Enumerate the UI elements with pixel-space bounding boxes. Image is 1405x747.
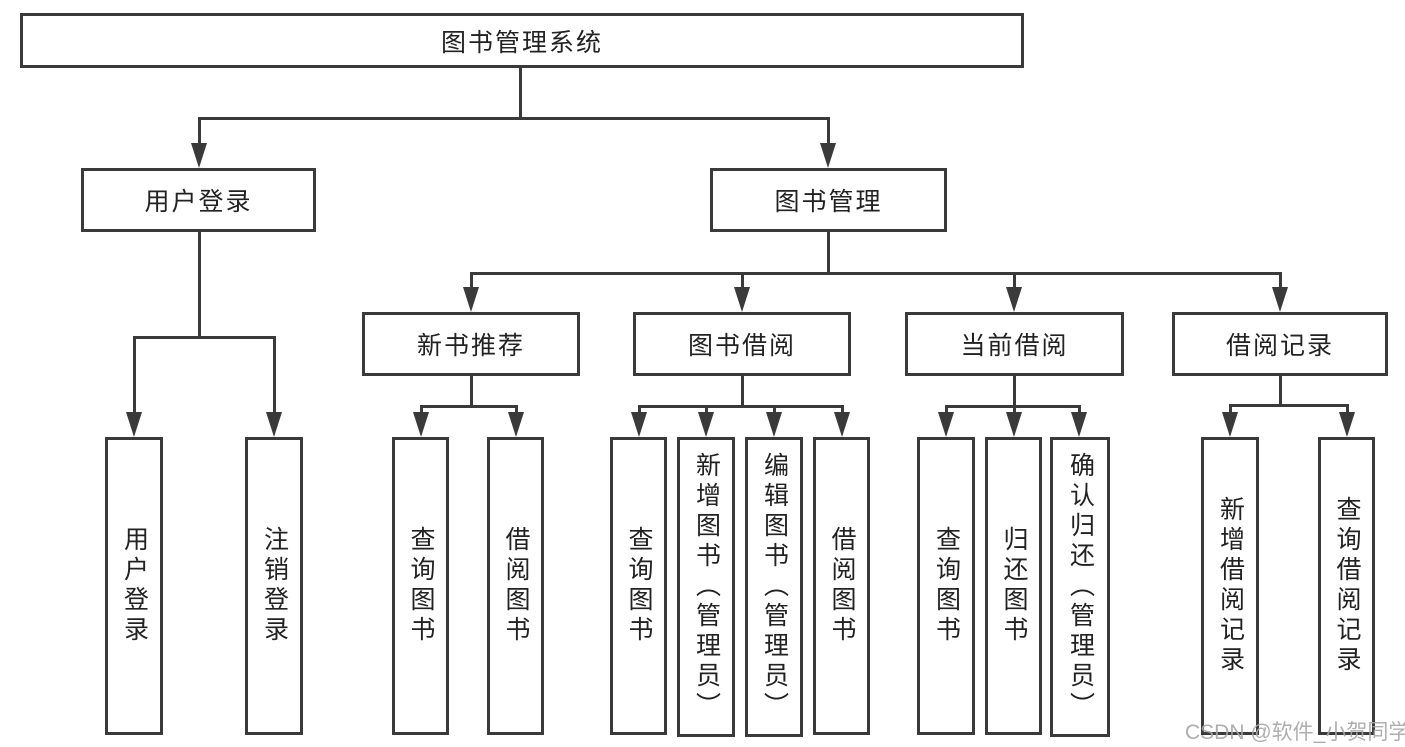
leaf-current-return-books: 归还图书 [985,437,1042,735]
arrowhead-down-icon [1006,287,1022,312]
arrowhead-down-icon [734,287,750,312]
arrowhead-down-icon [508,412,524,437]
connector-bar [133,336,276,339]
leaf-label: 借阅图书 [502,526,530,646]
connector-drop [1346,404,1349,415]
connector-stem [1279,376,1282,405]
node-borrowing-records: 借阅记录 [1172,312,1388,376]
connector-drop [515,405,518,415]
leaf-label: 查询借阅记录 [1333,496,1361,676]
connector-drop [273,336,276,413]
connector-drop [1013,272,1016,289]
leaf-label: 用户登录 [120,526,149,646]
node-current-borrowing: 当前借阅 [905,312,1124,376]
leaf-label: 归还图书 [1000,526,1028,646]
arrowhead-down-icon [1006,412,1022,437]
connector-stem [1013,376,1016,406]
node-book-management: 图书管理 [710,168,947,232]
connector-stem [519,68,522,118]
connector-drop [1013,405,1016,415]
node-new-book-recommendation: 新书推荐 [362,312,580,376]
arrowhead-down-icon [126,412,142,437]
arrowhead-down-icon [1339,412,1355,437]
csdn-watermark: CSDN @软件_小贺同学 [1185,721,1405,744]
connector-drop [1229,404,1232,415]
leaf-records-query-borrow-record: 查询借阅记录 [1318,437,1375,735]
leaf-borrowing-borrow-books: 借阅图书 [813,437,870,735]
leaf-label: 查询图书 [932,526,961,646]
node-user-login: 用户登录 [81,168,316,232]
connector-stem [198,232,201,337]
leaf-records-add-borrow-record: 新增借阅记录 [1201,437,1259,735]
connector-drop [827,117,830,145]
connector-drop [470,272,473,289]
leaf-label: 借阅图书 [828,526,856,646]
leaf-label: 查询图书 [625,526,653,646]
connector-drop [1279,272,1282,289]
leaf-label: 注销登录 [260,526,289,646]
node-library-management-system: 图书管理系统 [20,13,1024,68]
leaf-label: 新增图书（管理员） [692,452,721,722]
leaf-borrowing-add-books-admin: 新增图书（管理员） [677,437,735,737]
arrowhead-down-icon [191,143,207,168]
leaf-label: 编辑图书（管理员） [760,452,789,722]
arrowhead-down-icon [266,412,282,437]
node-book-borrowing: 图书借阅 [633,312,851,376]
connector-drop [420,405,423,415]
leaf-recommend-query-books: 查询图书 [392,437,449,735]
connector-bar [420,405,518,408]
connector-drop [741,272,744,289]
arrowhead-down-icon [1071,412,1087,437]
leaf-label: 新增借阅记录 [1216,496,1245,676]
connector-bar [198,117,830,120]
arrowhead-down-icon [698,412,714,437]
leaf-current-confirm-return-admin: 确认归还（管理员） [1050,437,1110,737]
leaf-recommend-borrow-books: 借阅图书 [487,437,544,735]
leaf-current-query-books: 查询图书 [917,437,975,735]
arrowhead-down-icon [413,412,429,437]
arrowhead-down-icon [820,143,836,168]
arrowhead-down-icon [1222,412,1238,437]
connector-stem [827,232,830,273]
arrowhead-down-icon [938,412,954,437]
connector-bar [470,272,1282,275]
arrowhead-down-icon [631,412,647,437]
connector-drop [773,405,776,415]
connector-drop [1078,405,1081,415]
connector-drop [841,405,844,415]
connector-bar [1229,404,1349,407]
connector-stem [741,376,744,406]
arrowhead-down-icon [766,412,782,437]
arrowhead-down-icon [463,287,479,312]
connector-drop [638,405,641,415]
connector-stem [470,376,473,406]
connector-bar [638,405,844,408]
connector-drop [705,405,708,415]
leaf-logout-login: 注销登录 [245,437,303,735]
connector-drop [133,336,136,413]
leaf-borrowing-query-books: 查询图书 [610,437,667,735]
arrowhead-down-icon [1272,287,1288,312]
connector-drop [198,117,201,145]
leaf-label: 查询图书 [407,526,435,646]
arrowhead-down-icon [834,412,850,437]
leaf-borrowing-edit-books-admin: 编辑图书（管理员） [745,437,803,737]
leaf-label: 确认归还（管理员） [1066,452,1095,722]
leaf-user-login: 用户登录 [105,437,163,735]
connector-drop [945,405,948,415]
